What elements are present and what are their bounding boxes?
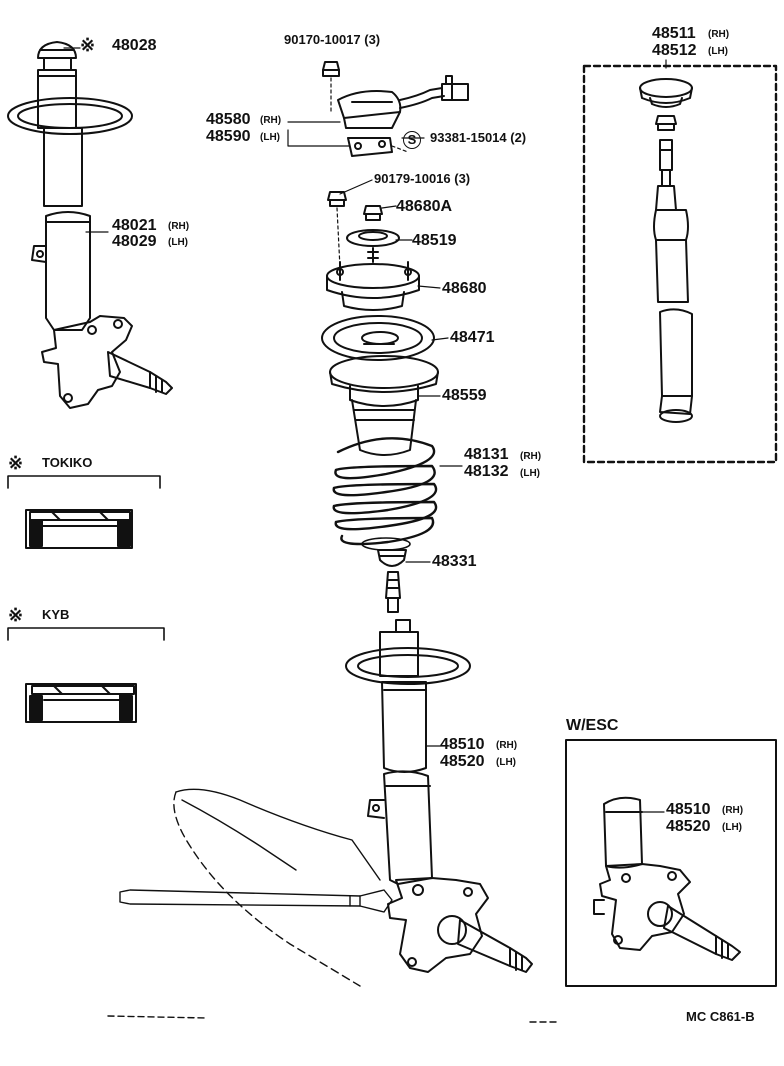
left-leaders — [63, 47, 109, 233]
label-48512: 48512 — [652, 42, 697, 59]
label-48519: 48519 — [412, 232, 457, 249]
tag-48520-esc-lh: (LH) — [722, 822, 742, 833]
strut-kit-box — [582, 59, 778, 464]
label-48331: 48331 — [432, 553, 477, 570]
label-48520: 48520 — [440, 753, 485, 770]
bump-stop — [377, 549, 407, 613]
boot-and-seat — [329, 355, 439, 456]
center-top-parts — [287, 61, 469, 157]
tag-48510-rh: (RH) — [496, 740, 518, 751]
label-48028: 48028 — [112, 37, 157, 54]
w-esc-detail — [565, 739, 777, 987]
tokiko-insert-detail — [7, 475, 161, 549]
section-tokiko: TOKIKO — [42, 455, 93, 470]
center-strut — [345, 619, 471, 885]
label-90179-10016: 90179-10016 (3) — [374, 171, 471, 186]
label-93381-15014: 93381-15014 (2) — [430, 130, 527, 145]
label-48559: 48559 — [442, 387, 487, 404]
tag-48580-rh: (RH) — [260, 115, 282, 126]
tag-48131-rh: (RH) — [520, 451, 542, 462]
section-w-esc: W/ESC — [566, 717, 619, 734]
kyb-insert-detail — [7, 627, 165, 723]
left-strut-assembly — [7, 41, 173, 409]
s-symbol-icon: S — [403, 131, 421, 149]
ref-mark-tokiko: ※ — [8, 453, 24, 473]
label-48471: 48471 — [450, 329, 495, 346]
center-nuts — [327, 191, 400, 269]
label-48131: 48131 — [464, 446, 509, 463]
tag-48132-lh: (LH) — [520, 468, 540, 479]
upper-spring-seat — [321, 315, 435, 361]
label-48680a: 48680A — [396, 198, 453, 215]
center-knuckle — [387, 877, 533, 973]
coil-spring — [332, 437, 438, 551]
tag-48520-lh: (LH) — [496, 757, 516, 768]
ref-mark-kyb: ※ — [8, 605, 24, 625]
tag-48590-lh: (LH) — [260, 132, 280, 143]
label-48580: 48580 — [206, 111, 251, 128]
label-48590: 48590 — [206, 128, 251, 145]
label-48511: 48511 — [652, 25, 696, 42]
tag-48512-lh: (LH) — [708, 46, 728, 57]
label-48029: 48029 — [112, 233, 157, 250]
tag-48510-esc-rh: (RH) — [722, 805, 744, 816]
upper-mount — [326, 261, 420, 311]
tag-48511-rh: (RH) — [708, 29, 730, 40]
label-48510-esc: 48510 — [666, 801, 711, 818]
label-90170-10017: 90170-10017 (3) — [284, 32, 381, 47]
label-48520-esc: 48520 — [666, 818, 711, 835]
label-48021: 48021 — [112, 217, 157, 234]
figure-code: MC C861-B — [686, 1009, 755, 1024]
tag-48029-lh: (LH) — [168, 237, 188, 248]
tag-48021-rh: (RH) — [168, 221, 190, 232]
label-48510: 48510 — [440, 736, 485, 753]
ref-mark-48028: ※ — [80, 35, 96, 55]
section-kyb: KYB — [42, 607, 70, 622]
label-48132: 48132 — [464, 463, 509, 480]
body-outline — [107, 788, 561, 1023]
label-48680: 48680 — [442, 280, 487, 297]
